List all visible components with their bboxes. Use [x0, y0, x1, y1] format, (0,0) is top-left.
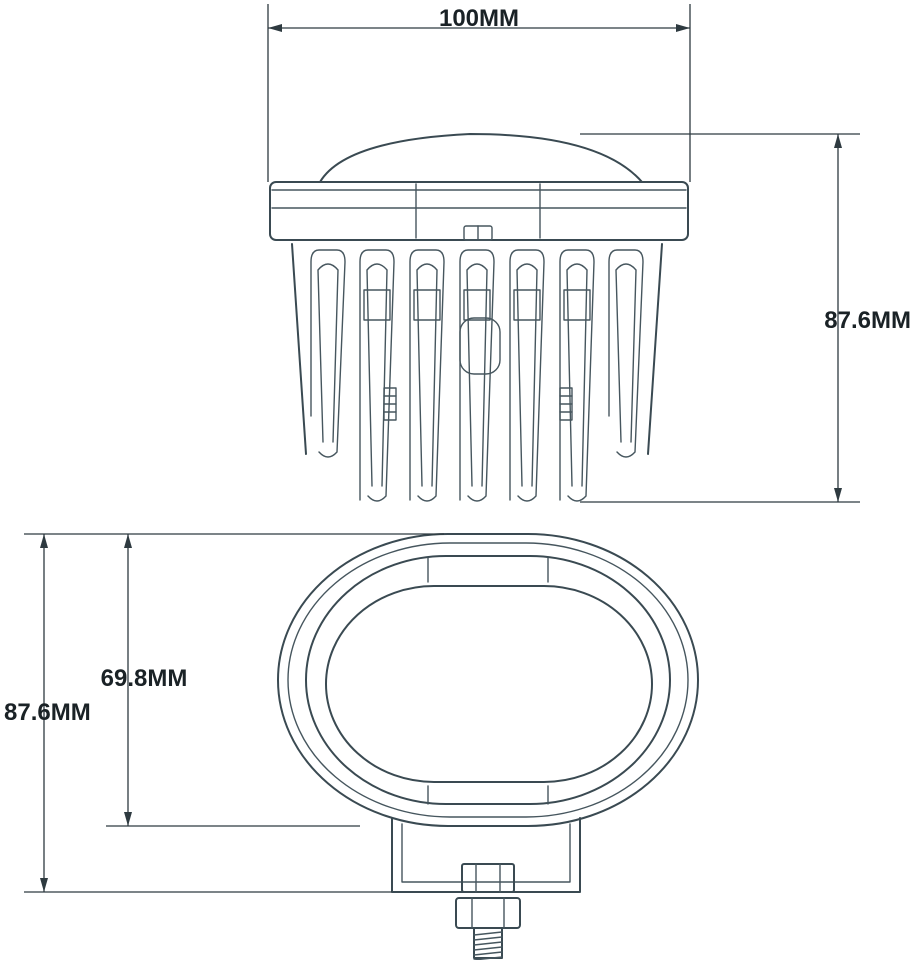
heat-sink-fin-inner [416, 263, 438, 487]
heat-sink-fin-inner [366, 263, 388, 487]
fin-clip [563, 289, 591, 321]
bolt-top-nut [461, 863, 515, 893]
heat-sink-fin-inner [466, 263, 488, 487]
heat-sink-fin [509, 249, 545, 502]
side-view: 100MM [267, 4, 911, 503]
dimension-inner-height: 69.8MM [101, 533, 444, 827]
heat-sink-fin-inner [615, 263, 637, 443]
heat-sink-fin [559, 249, 595, 502]
front-housing-outer [277, 533, 699, 827]
heat-sink-fin-inner [566, 263, 588, 487]
heat-sink-fin [608, 249, 644, 458]
heat-sink-fins [310, 249, 644, 502]
thread-line [473, 946, 503, 951]
heat-sink-fin [310, 249, 346, 458]
heat-sink-fin [409, 249, 445, 502]
front-lens [325, 585, 653, 783]
heat-sink-fin [359, 249, 395, 502]
lens-dome [319, 133, 643, 183]
fin-clip [513, 289, 541, 321]
dimension-height-side-label: 87.6MM [824, 307, 911, 334]
dimension-height-side: 87.6MM [580, 133, 911, 503]
mounting-bracket [391, 817, 581, 893]
thread-line [473, 936, 503, 941]
bolt-nut [455, 897, 521, 929]
front-view: 69.8MM 87.6MM [4, 533, 699, 960]
fin-clip [463, 289, 491, 321]
thread-line [473, 941, 503, 946]
dimension-outer-height-label: 87.6MM [4, 699, 91, 726]
thread-line [473, 951, 503, 956]
fin-clip [413, 289, 441, 321]
thread-line [473, 931, 503, 936]
center-boss [459, 317, 501, 375]
dimension-inner-height-label: 69.8MM [101, 665, 188, 692]
dimension-width: 100MM [267, 4, 691, 182]
bolt-thread [473, 927, 503, 960]
front-light-ring [305, 555, 671, 805]
front-housing-inner-rim [287, 542, 689, 818]
heat-sink-outer [291, 243, 663, 455]
heat-sink-fin-inner [516, 263, 538, 487]
dimension-width-label: 100MM [439, 5, 519, 32]
heat-sink-fin [459, 249, 495, 502]
heat-sink-fin-inner [317, 263, 339, 443]
dimension-outer-height: 87.6MM [4, 533, 392, 893]
fin-clip [363, 289, 391, 321]
